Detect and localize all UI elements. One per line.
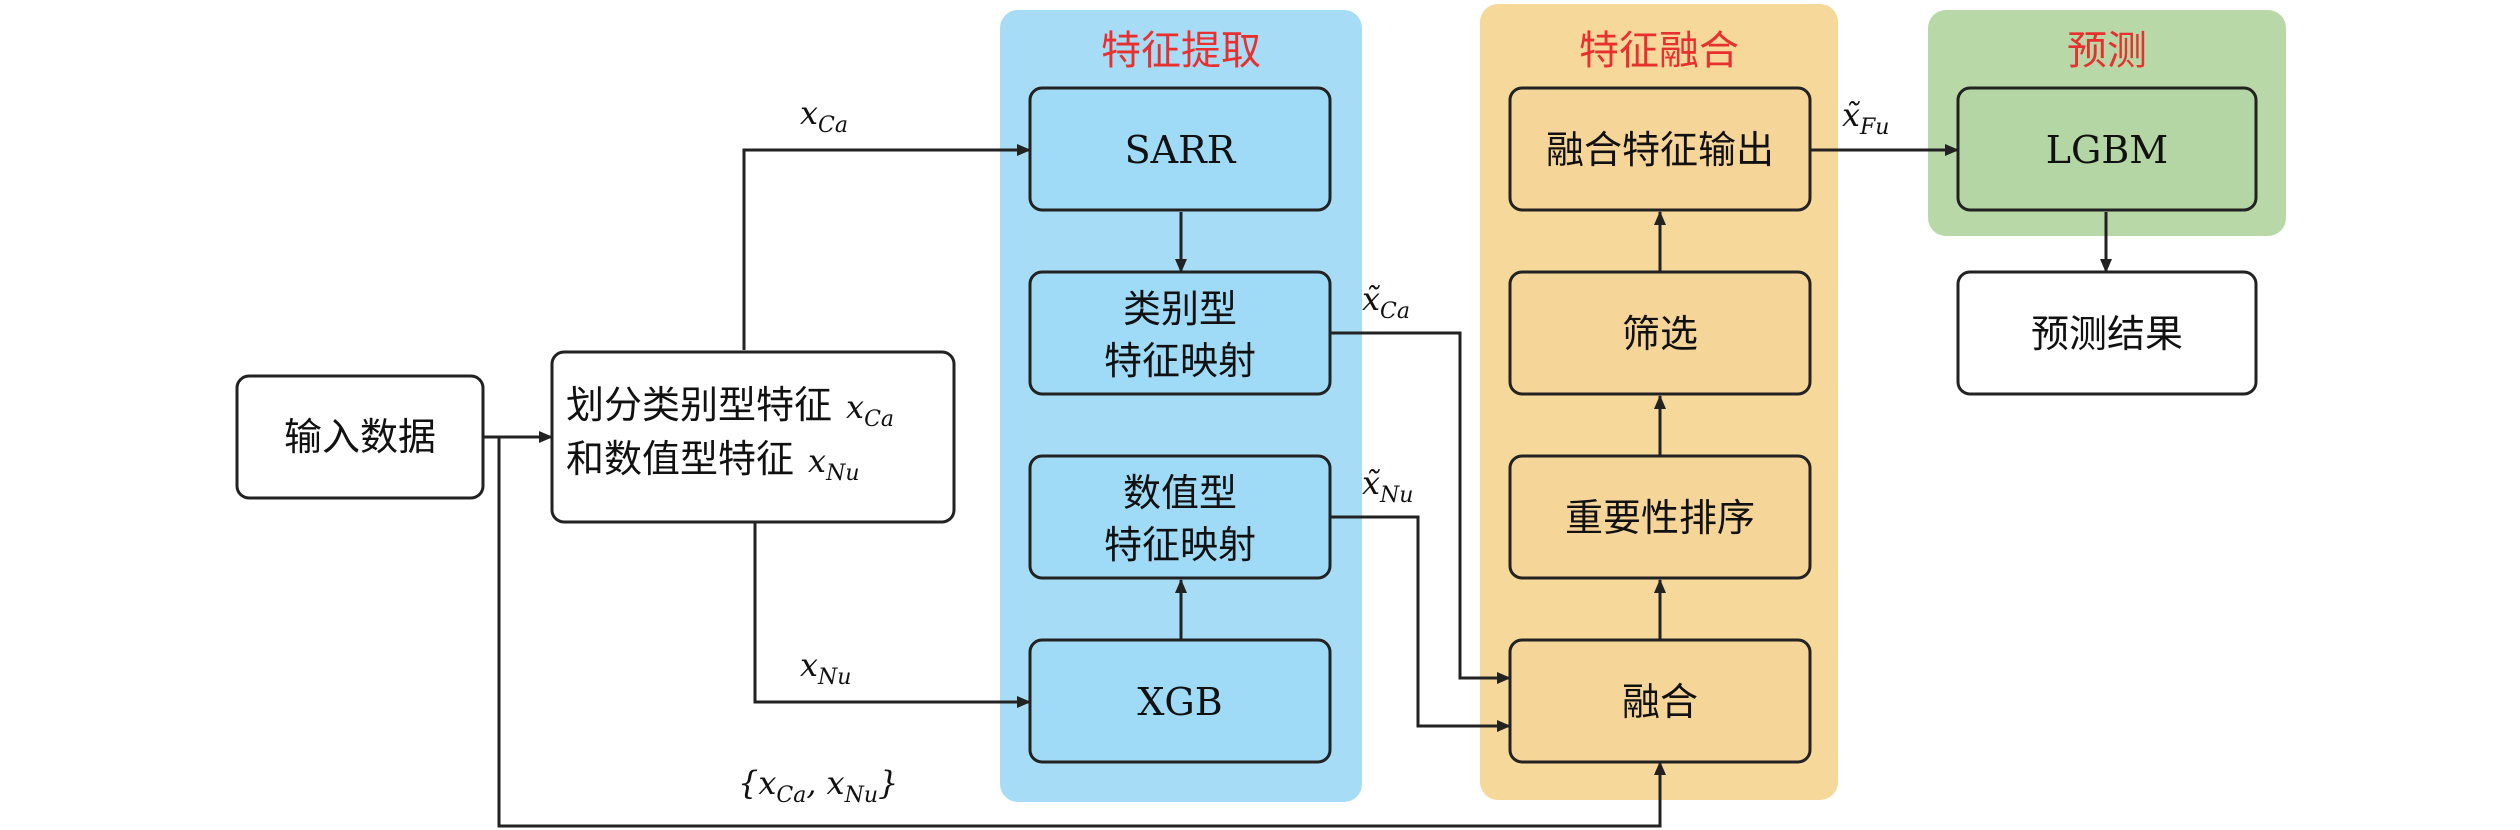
importance-ranking-label: 重要性排序 xyxy=(1565,496,1755,540)
lgbm-box xyxy=(1956,86,2258,212)
numerical-mapping-line1: 数值型 xyxy=(1123,471,1237,515)
prediction-result-box xyxy=(1956,270,2258,396)
edge-split-to-xgb xyxy=(753,520,1031,708)
sarr-box xyxy=(1028,86,1332,212)
prediction-result-label: 预测结果 xyxy=(2031,312,2183,356)
label-x-tilde-fu: x̃Fu xyxy=(1842,96,1889,140)
input-data-box xyxy=(235,374,485,500)
lgbm-label: LGBM xyxy=(2046,128,2168,172)
split-features-box xyxy=(550,350,956,524)
fused-output-label: 融合特征输出 xyxy=(1546,128,1774,172)
numerical-mapping-box xyxy=(1028,454,1332,580)
label-x-tilde-nu: x̃Nu xyxy=(1362,464,1413,508)
fuse-label: 融合 xyxy=(1622,680,1698,724)
label-x-ca-top: xCa xyxy=(800,94,848,138)
filter-box xyxy=(1508,270,1812,396)
edge-cat-map-to-fuse xyxy=(1330,331,1511,684)
categorical-mapping-box xyxy=(1028,270,1332,396)
label-x-set: {xCa,xNu} xyxy=(738,764,898,808)
edge-input-to-fuse-bottom xyxy=(497,437,1666,828)
categorical-mapping-line2: 特征映射 xyxy=(1104,339,1256,383)
input-data-label: 输入数据 xyxy=(284,415,436,459)
label-x-tilde-ca: x̃Ca xyxy=(1362,280,1410,324)
fuse-box xyxy=(1508,638,1812,764)
xgb-label: XGB xyxy=(1137,680,1222,724)
prediction-title: 预测 xyxy=(2067,28,2147,74)
importance-ranking-box xyxy=(1508,454,1812,580)
edge-num-map-to-fuse xyxy=(1330,515,1511,732)
feature-extraction-title: 特征提取 xyxy=(1101,28,1261,74)
feature-fusion-title: 特征融合 xyxy=(1579,28,1739,74)
categorical-mapping-line1: 类别型 xyxy=(1123,287,1237,331)
fused-output-box xyxy=(1508,86,1812,212)
edge-split-to-sarr xyxy=(742,144,1031,350)
numerical-mapping-line2: 特征映射 xyxy=(1104,523,1256,567)
edges xyxy=(484,144,2112,828)
sarr-label: SARR xyxy=(1125,128,1237,172)
filter-label: 筛选 xyxy=(1622,312,1698,356)
xgb-box xyxy=(1028,638,1332,764)
label-x-nu-bottom: xNu xyxy=(800,646,851,690)
